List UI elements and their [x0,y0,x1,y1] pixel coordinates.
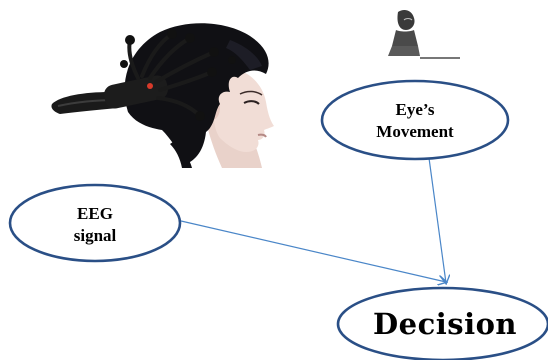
eeg-signal-node [8,183,182,263]
decision-node [336,286,548,360]
decision-label: Decision [372,307,518,341]
eeg-signal-label: EEG signal [30,203,160,247]
eeg-signal-label-line1: EEG [77,204,113,223]
arrow-eye-to-decision [428,157,446,283]
eeg-signal-label-line2: signal [73,226,117,245]
eye-movement-label: Eye’s Movement [340,99,490,143]
headset-person-image [51,23,274,168]
arrow-eeg-to-decision [167,217,446,282]
person-figure-icon [388,10,460,59]
eye-movement-node [320,79,510,161]
eye-movement-label-line2: Movement [376,122,454,141]
eye-movement-label-line1: Eye’s [395,100,435,119]
